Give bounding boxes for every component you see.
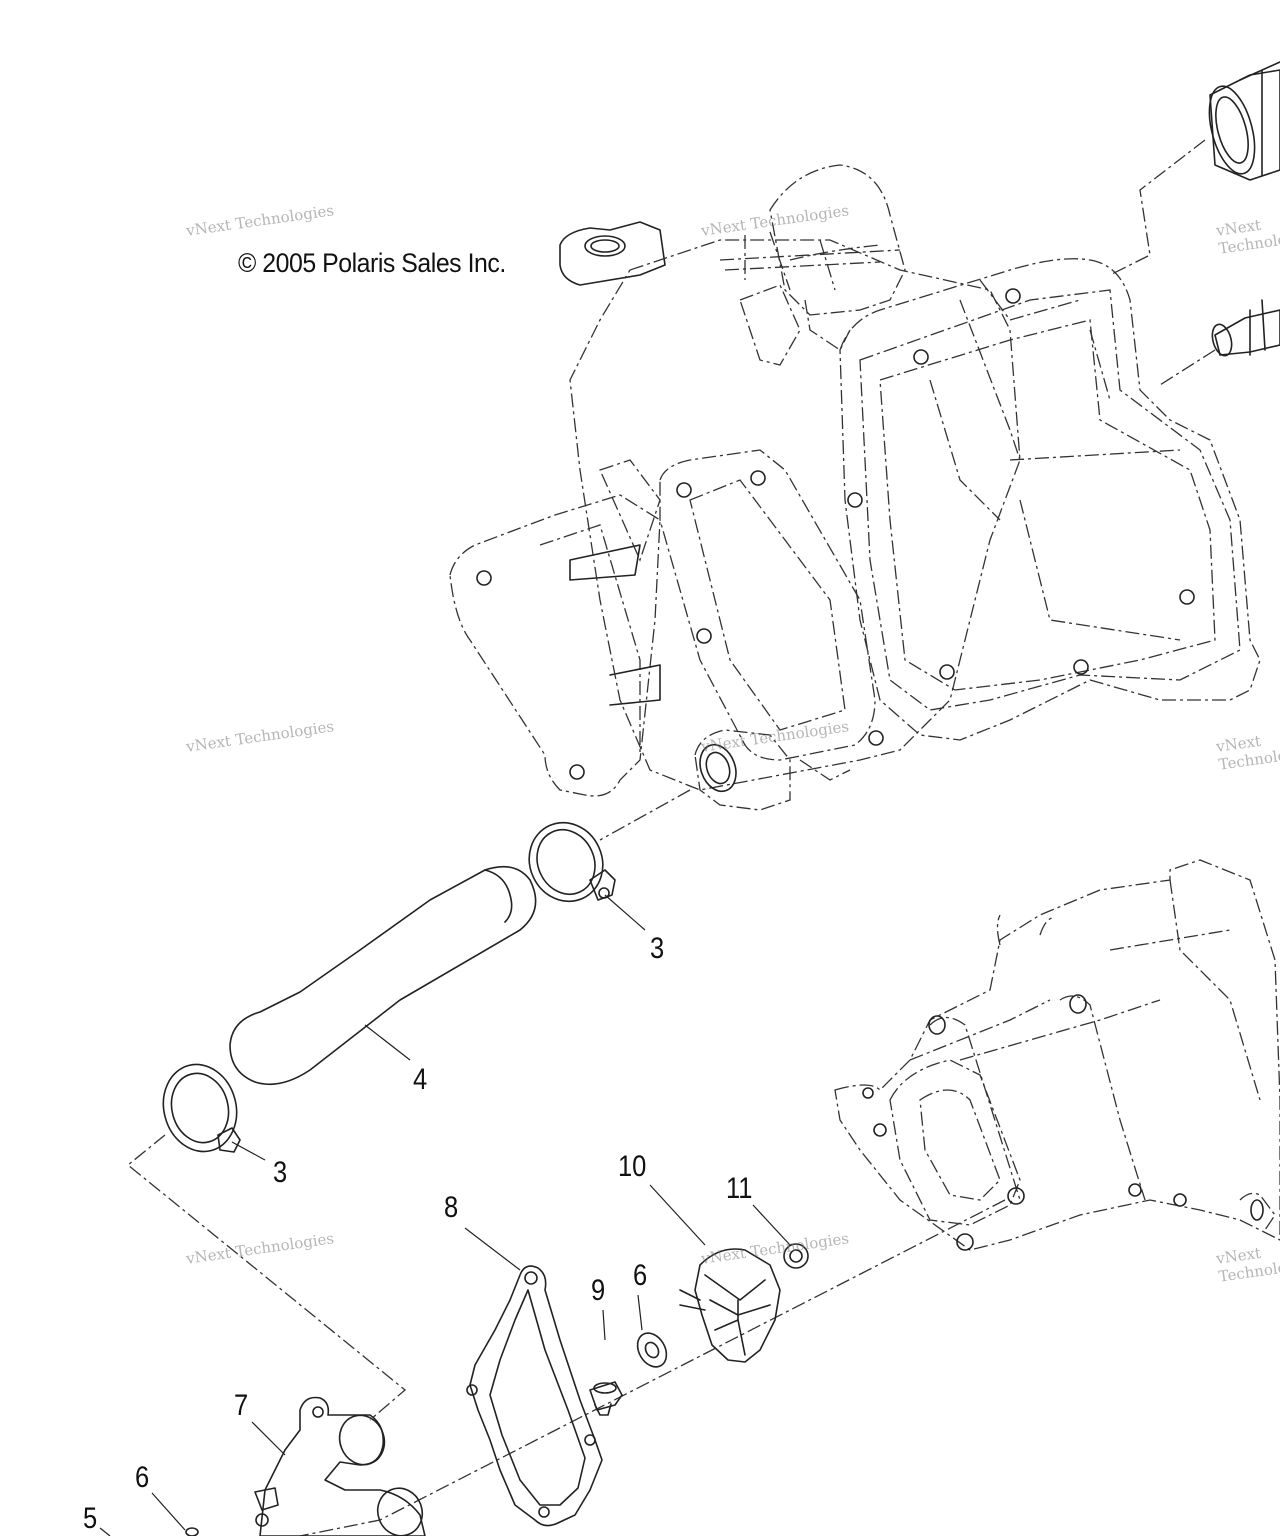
callout-8-gasket: 8	[444, 1191, 459, 1224]
callout-9-bolt: 9	[591, 1274, 606, 1307]
centerline-routing	[126, 1134, 407, 1421]
impeller	[679, 1248, 781, 1363]
fitting-lower	[1211, 299, 1280, 357]
callout-7-pump-housing: 7	[234, 1389, 249, 1422]
callout-6-lower-washer: 6	[135, 1461, 150, 1494]
water-pump-housing	[254, 1396, 426, 1536]
hose-clamp-upper	[528, 821, 616, 903]
callout-10-impeller: 10	[618, 1150, 647, 1183]
centerline-hose-upper	[599, 789, 691, 841]
centerline-upper	[1109, 139, 1206, 276]
washer-lower	[185, 1527, 199, 1536]
centerline-shaft	[299, 1199, 1006, 1536]
copyright-notice: © 2005 Polaris Sales Inc.	[238, 248, 506, 278]
callout-3-lower-clamp: 3	[273, 1156, 288, 1189]
impeller-bolt	[589, 1381, 623, 1416]
callout-4-hose: 4	[413, 1063, 428, 1096]
pump-gasket	[466, 1265, 603, 1527]
callout-6-washer: 6	[633, 1259, 648, 1292]
fitting-upper	[1208, 61, 1280, 181]
callout-11-seal: 11	[726, 1172, 753, 1205]
cylinder-head	[449, 164, 1261, 811]
centerline-lower	[1159, 349, 1216, 386]
crankcase	[834, 859, 1280, 1251]
coolant-hose	[229, 865, 537, 1086]
washer-upper	[636, 1332, 668, 1368]
hose-clamp-lower	[162, 1063, 241, 1153]
callout-5: 5	[83, 1502, 98, 1535]
seal-nut	[783, 1243, 809, 1269]
callout-3-upper-clamp: 3	[650, 932, 665, 965]
